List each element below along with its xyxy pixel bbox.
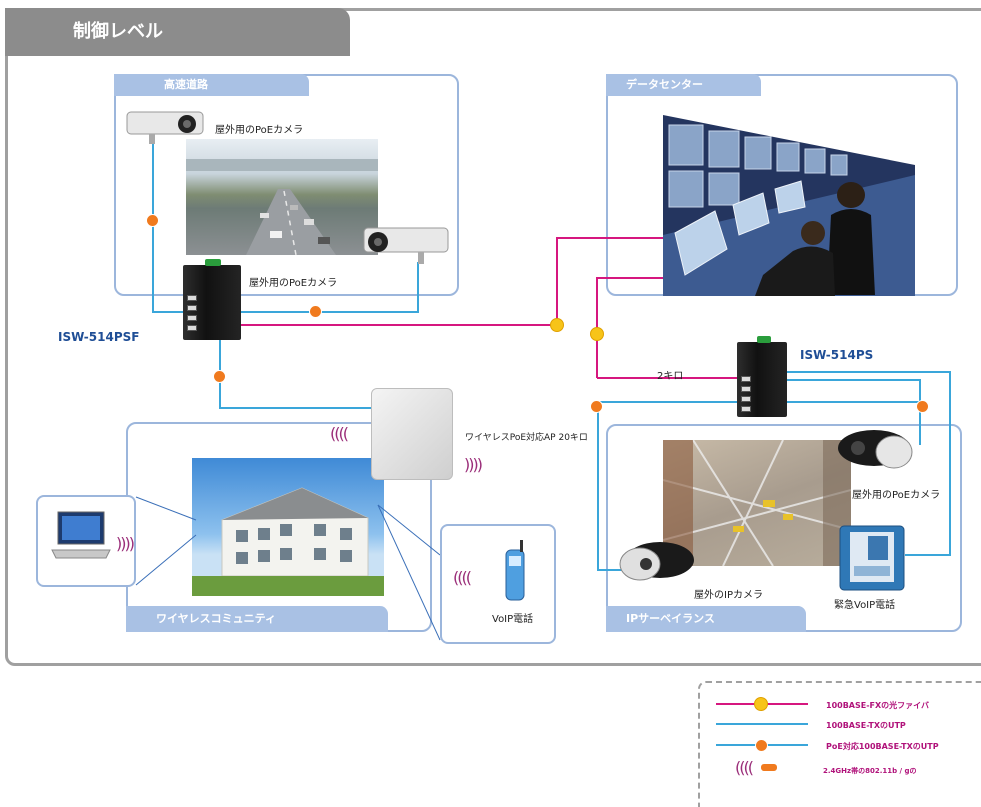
legend-wifi-badge xyxy=(760,763,778,772)
outdoor-poe-camera-icon xyxy=(126,111,204,144)
poe-badge xyxy=(213,370,226,383)
fx-node xyxy=(590,327,604,341)
utp-right-voip xyxy=(786,371,951,556)
label-outdoor-poe-camera: 屋外用のPoEカメラ xyxy=(215,125,304,136)
fiber-link-a xyxy=(240,237,663,326)
datacenter-photo xyxy=(663,115,915,296)
poe-badge xyxy=(146,214,159,227)
outdoor-ip-camera-icon xyxy=(619,542,694,581)
apartment-photo xyxy=(192,458,384,596)
label-outdoor-ip-camera: 屋外のIPカメラ xyxy=(694,590,763,601)
wifi-wave-icon: )))) xyxy=(464,455,483,474)
legend-poe-utp-label: PoE対応100BASE-TXのUTP xyxy=(826,742,939,751)
utp-cam2 xyxy=(238,262,419,313)
wifi-wave-icon: (((( xyxy=(453,568,472,587)
label-distance: 2キロ xyxy=(657,371,684,382)
wifi-wave-icon: )))) xyxy=(116,534,135,553)
switch-isw-514psf-icon xyxy=(183,259,241,340)
laptop-icon xyxy=(51,511,111,559)
poe-badge xyxy=(590,400,603,413)
wifi-wave-icon: (((( xyxy=(735,758,754,777)
label-outdoor-poe-camera: 屋外用のPoEカメラ xyxy=(852,490,941,501)
legend-fx-node xyxy=(754,697,768,711)
fiber-link-b xyxy=(596,277,663,378)
legend-fiber-label: 100BASE-FXの光ファイバ xyxy=(826,701,930,710)
legend-utp-label: 100BASE-TXのUTP xyxy=(826,721,906,730)
label-emergency-voip: 緊急VoIP電話 xyxy=(834,600,896,611)
city-intersection-photo xyxy=(663,440,851,566)
legend-wifi-label: 2.4GHz帯の802.11b / gの xyxy=(823,767,917,775)
page-title: 制御レベル xyxy=(5,8,350,56)
highway-photo xyxy=(186,139,378,255)
legend-poe-badge xyxy=(755,739,768,752)
outdoor-poe-camera-icon xyxy=(838,430,913,469)
utp-right-top xyxy=(597,401,740,571)
label-voip-phone: VoIP電話 xyxy=(492,614,534,625)
fx-node xyxy=(550,318,564,332)
outdoor-poe-camera-icon xyxy=(363,227,449,264)
switch-isw-514ps-icon xyxy=(737,336,787,417)
wifi-wave-icon: (((( xyxy=(330,424,349,443)
device-name-isw-514ps: ISW-514PS xyxy=(800,348,874,362)
utp-ap xyxy=(219,340,388,409)
label-outdoor-poe-camera: 屋外用のPoEカメラ xyxy=(249,278,338,289)
poe-badge xyxy=(309,305,322,318)
device-name-isw-514psf: ISW-514PSF xyxy=(58,330,140,344)
zone-wireless-community-title: ワイヤレスコミュニティ xyxy=(126,606,388,632)
label-wireless-ap: ワイヤレスPoE対応AP 20キロ xyxy=(465,433,588,443)
voip-phone-card xyxy=(440,524,556,644)
control-level-frame xyxy=(5,8,981,666)
voip-phone-icon xyxy=(505,540,525,601)
legend-box xyxy=(698,681,981,807)
emergency-voip-phone-icon xyxy=(839,525,905,591)
utp-right-cam xyxy=(786,379,921,445)
zone-datacenter-title: データセンター xyxy=(606,74,761,96)
poe-badge xyxy=(916,400,929,413)
zone-ip-surveillance-title: IPサーベイランス xyxy=(606,606,806,632)
wireless-ap-icon xyxy=(371,388,453,480)
zone-highway-title: 高速道路 xyxy=(114,74,309,96)
